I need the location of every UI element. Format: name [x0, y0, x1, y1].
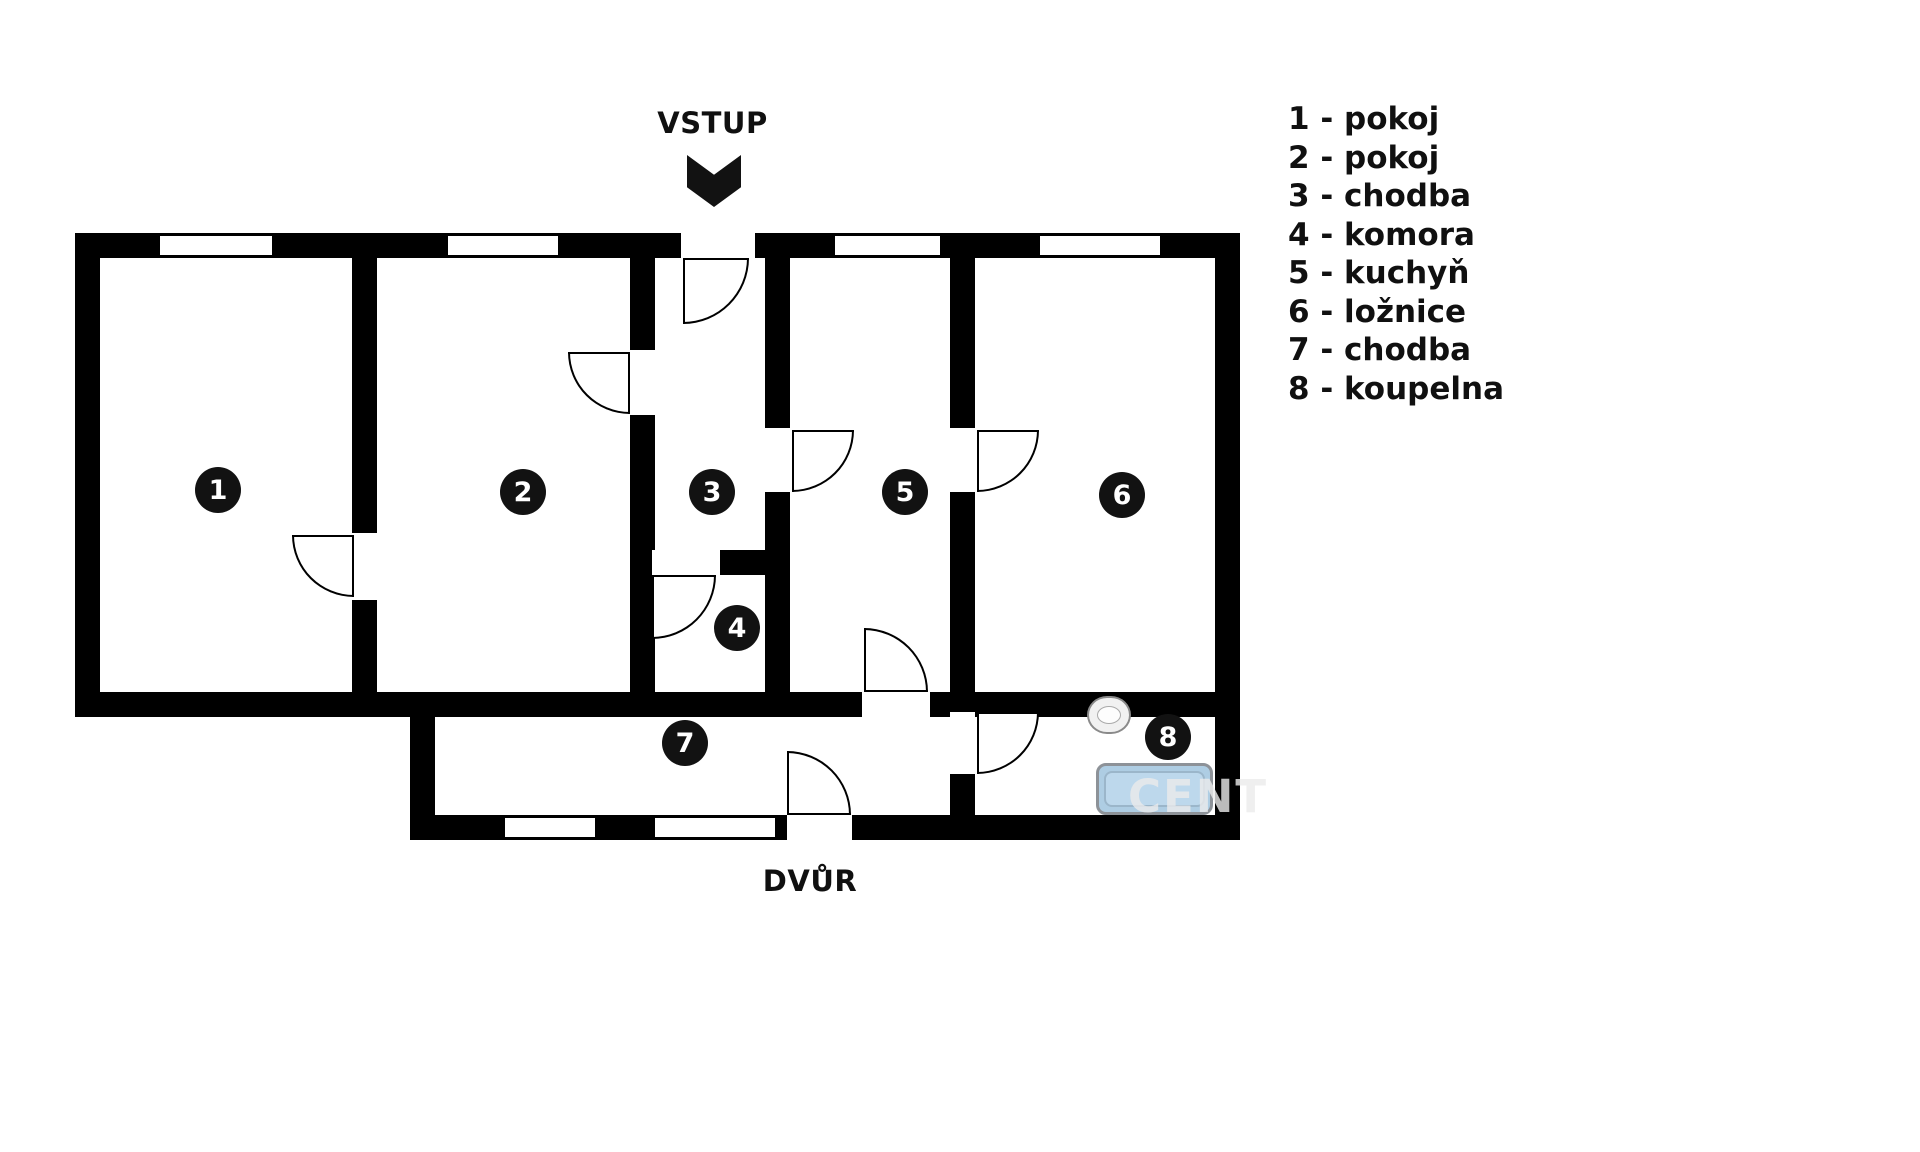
- door-arc-room6: [977, 430, 1039, 492]
- window-room2: [448, 233, 558, 258]
- door-opening-entrance: [681, 233, 755, 258]
- window-room1: [160, 233, 272, 258]
- wall-room1-bottom: [75, 692, 435, 717]
- door-arc-room2: [568, 352, 630, 414]
- wall-corridor-left: [410, 692, 435, 840]
- room-badge-5: 5: [882, 469, 928, 515]
- wall-right: [1215, 233, 1240, 840]
- wall-room1-room2: [352, 233, 377, 717]
- door-arc-bathroom: [977, 712, 1039, 774]
- entrance-arrow-icon: [687, 155, 741, 207]
- bathtub-icon: [1096, 763, 1213, 815]
- legend-item-6: 6 - ložnice: [1288, 293, 1467, 330]
- door-opening-room1: [352, 533, 377, 600]
- room-badge-2: 2: [500, 469, 546, 515]
- door-arc-room4: [652, 575, 716, 639]
- window-corridor-2: [655, 815, 775, 840]
- wall-left: [75, 233, 100, 717]
- legend: 1 - pokoj 2 - pokoj 3 - chodba 4 - komor…: [1288, 100, 1504, 408]
- room-badge-8: 8: [1145, 714, 1191, 760]
- courtyard-label: DVŮR: [762, 864, 858, 898]
- room-badge-7: 7: [662, 720, 708, 766]
- legend-item-7: 7 - chodba: [1288, 332, 1472, 368]
- legend-item-1: 1 - pokoj: [1288, 101, 1440, 137]
- door-arc-room5-corridor: [864, 628, 928, 692]
- door-opening-room4: [652, 550, 720, 575]
- window-room6: [1040, 233, 1160, 258]
- door-arc-room5: [792, 430, 854, 492]
- watermark: CENT: [1128, 770, 1269, 823]
- door-opening-room6: [950, 428, 975, 492]
- door-opening-courtyard: [787, 815, 852, 840]
- window-corridor-1: [505, 815, 595, 840]
- door-opening-bathroom: [950, 712, 975, 774]
- door-arc-courtyard: [787, 751, 851, 815]
- room-badge-6: 6: [1099, 472, 1145, 518]
- room-badge-3: 3: [689, 469, 735, 515]
- legend-item-3: 3 - chodba: [1288, 178, 1472, 214]
- room-badge-1: 1: [195, 467, 241, 513]
- wall-room2-room3: [630, 233, 655, 692]
- entrance-label: VSTUP: [657, 106, 768, 140]
- door-arc-room1: [292, 535, 354, 597]
- legend-item-4: 4 - komora: [1288, 216, 1475, 253]
- legend-item-8: 8 - koupelna: [1288, 370, 1505, 407]
- window-room5: [835, 233, 940, 258]
- door-arc-entrance: [683, 258, 749, 324]
- sink-basin: [1097, 706, 1121, 724]
- legend-item-5: 5 - kuchyň: [1288, 255, 1470, 291]
- door-opening-room5: [765, 428, 790, 492]
- door-opening-room2: [630, 350, 655, 415]
- door-opening-room5-corridor: [862, 692, 930, 717]
- bathtub-basin: [1104, 771, 1205, 807]
- legend-item-2: 2 - pokoj: [1288, 139, 1440, 176]
- sink-icon: [1087, 696, 1131, 734]
- room-badge-4: 4: [714, 605, 760, 651]
